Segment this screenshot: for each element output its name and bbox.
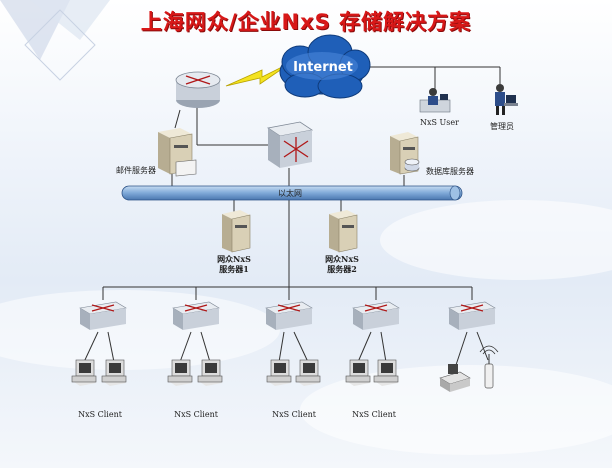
internet-label: Internet bbox=[293, 60, 353, 75]
nxs-server-1-label: 网众NxS 服务器1 bbox=[212, 254, 256, 274]
nxs-server-2-label: 网众NxS 服务器2 bbox=[318, 254, 366, 274]
client-pc-4a-icon bbox=[345, 359, 371, 387]
client-group-1-label: NxS Client bbox=[78, 410, 122, 419]
client-pc-4b-icon bbox=[373, 359, 399, 387]
database-server-label: 数据库服务器 bbox=[426, 167, 474, 176]
client-group-2-label: NxS Client bbox=[174, 410, 218, 419]
fax-printer-icon bbox=[439, 364, 471, 392]
client-pc-1b-icon bbox=[101, 359, 127, 387]
client-group-3-label: NxS Client bbox=[272, 410, 316, 419]
client-pc-3a-icon bbox=[266, 359, 292, 387]
nxs-server-2-line2: 服务器2 bbox=[327, 264, 357, 274]
client-pc-1a-icon bbox=[71, 359, 97, 387]
administrator-label: 管理员 bbox=[490, 122, 514, 131]
nxs-server-1-line1: 网众NxS bbox=[217, 254, 251, 264]
mail-server-label: 邮件服务器 bbox=[116, 166, 156, 175]
client-pc-2a-icon bbox=[167, 359, 193, 387]
nxs-server-2-line1: 网众NxS bbox=[325, 254, 359, 264]
page-title: 上海网众/企业NxS 存储解决方案 bbox=[140, 10, 472, 34]
nxs-server-1-line2: 服务器1 bbox=[219, 264, 249, 274]
client-group-4-label: NxS Client bbox=[352, 410, 396, 419]
wireless-access-point-icon bbox=[479, 345, 499, 389]
nxs-user-label: NxS User bbox=[420, 118, 459, 127]
client-pc-3b-icon bbox=[295, 359, 321, 387]
client-pc-2b-icon bbox=[197, 359, 223, 387]
ethernet-label: 以太网 bbox=[278, 189, 302, 198]
